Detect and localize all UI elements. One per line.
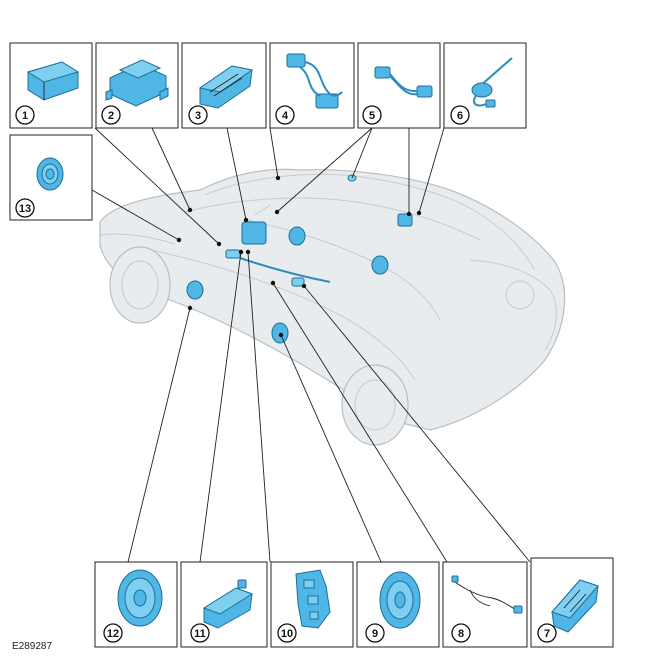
callout-box-2: 2 — [95, 42, 179, 129]
bracket-module-icon — [202, 579, 254, 629]
callout-number: 4 — [282, 110, 289, 122]
speaker-icon — [379, 571, 421, 629]
mounted-module-icon — [105, 59, 169, 107]
installed-amplifier — [291, 277, 305, 287]
callout-box-5: 5 — [357, 42, 441, 129]
callout-box-10: 10 — [270, 561, 354, 648]
callout-number: 1 — [22, 110, 28, 122]
speaker-icon — [117, 569, 163, 627]
callout-box-12: 12 — [94, 561, 178, 648]
callout-box-1: 1 — [9, 42, 93, 129]
callout-number: 3 — [195, 110, 201, 122]
harness-connector-icon — [286, 53, 343, 109]
installed-speaker-left-front — [186, 280, 204, 300]
amplifier-module-icon — [551, 579, 599, 633]
callout-number: 8 — [458, 628, 464, 640]
callout-box-6: 6 — [443, 42, 527, 129]
tweeter-icon — [36, 157, 64, 191]
callout-number: 12 — [107, 628, 119, 640]
callout-box-9: 9 — [356, 561, 440, 648]
callout-box-11: 11 — [180, 561, 268, 648]
leader-lines — [91, 127, 531, 563]
slim-module-icon — [198, 65, 254, 109]
wiring-harness-icon — [451, 575, 523, 614]
callout-box-7: 7 — [530, 557, 614, 648]
callout-number: 10 — [281, 628, 293, 640]
callout-number: 13 — [19, 203, 31, 215]
installed-parts — [186, 174, 413, 344]
callout-number: 7 — [544, 628, 550, 640]
callout-box-8: 8 — [442, 561, 528, 648]
vehicle-illustration — [99, 168, 566, 446]
callout-number: 5 — [369, 110, 375, 122]
antenna-icon — [471, 57, 513, 108]
callout-number: 6 — [457, 110, 463, 122]
installed-speaker-front-door — [288, 226, 306, 246]
installed-bracket — [225, 249, 241, 259]
callout-box-3: 3 — [181, 42, 267, 129]
callout-box-4: 4 — [269, 42, 355, 129]
installed-module — [241, 221, 267, 245]
box-module-icon — [26, 61, 80, 101]
callout-number: 11 — [194, 628, 206, 640]
leader-dots — [176, 175, 422, 338]
callout-box-13: 13 — [9, 134, 93, 221]
callout-number: 9 — [372, 628, 378, 640]
installed-speaker-left-rear — [271, 322, 289, 344]
callout-number: 2 — [108, 110, 114, 122]
installed-antenna-base — [397, 213, 413, 227]
harness-connector-icon — [374, 66, 433, 98]
figure-reference: E289287 — [12, 641, 52, 652]
installed-speaker-right-rear — [371, 255, 389, 275]
bracket-icon — [295, 569, 331, 629]
